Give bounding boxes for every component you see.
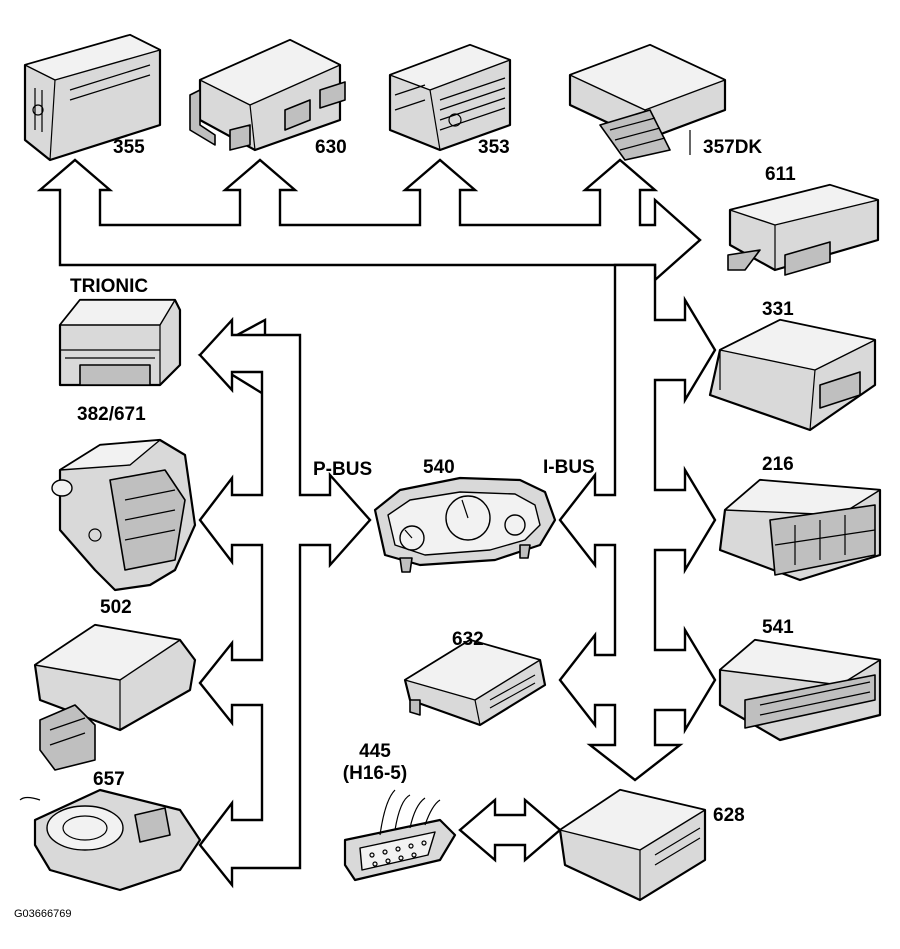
label-632: 632 [452, 629, 484, 650]
label-628: 628 [713, 805, 745, 826]
label-trionic: TRIONIC [70, 276, 149, 297]
label-502: 502 [100, 597, 132, 618]
module-628 [558, 788, 707, 902]
label-355: 355 [113, 137, 145, 158]
label-630: 630 [315, 137, 347, 158]
label-611: 611 [765, 164, 796, 185]
label-445-sub: (H16-5) [342, 763, 408, 784]
i-bus-trunk [558, 263, 717, 782]
module-216 [718, 478, 882, 582]
module-353 [388, 43, 512, 152]
module-657 [19, 788, 202, 892]
label-p-bus: P-BUS [313, 459, 373, 480]
p-bus [197, 316, 372, 889]
label-541: 541 [762, 617, 794, 638]
module-540 [373, 476, 557, 573]
module-trionic [58, 298, 182, 387]
label-357dk: 357DK [703, 137, 763, 158]
label-i-bus: I-BUS [543, 457, 595, 478]
module-355 [23, 33, 162, 162]
module-632 [403, 638, 547, 727]
p-bus-main [198, 316, 372, 889]
module-357dk [568, 43, 727, 161]
module-611 [727, 183, 880, 276]
label-445: 445 [359, 741, 391, 762]
module-502 [33, 623, 197, 771]
module-331 [708, 318, 877, 432]
module-630 [189, 38, 346, 152]
module-541 [718, 638, 882, 742]
module-445-connector [343, 789, 457, 882]
diag-link-arrow [458, 797, 562, 863]
label-382-671: 382/671 [77, 404, 146, 425]
label-353: 353 [478, 137, 510, 158]
label-216: 216 [762, 454, 794, 475]
label-540: 540 [423, 457, 455, 478]
label-657: 657 [93, 769, 125, 790]
i-bus-top-loop [36, 158, 702, 283]
label-331: 331 [762, 299, 794, 320]
module-382-671 [51, 438, 197, 592]
i-bus [36, 158, 717, 782]
figure-id: G03666769 [14, 908, 72, 920]
